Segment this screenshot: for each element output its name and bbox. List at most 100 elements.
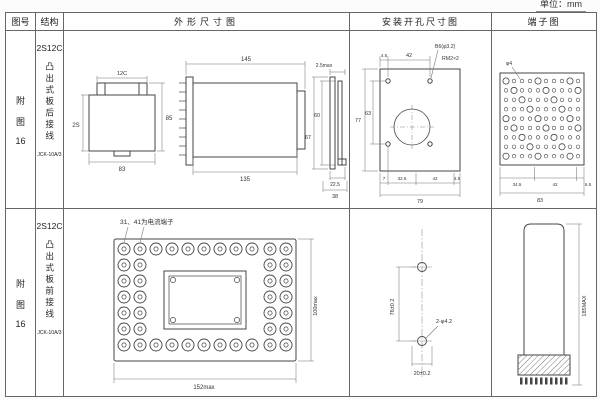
terminal-hole [543,154,549,159]
terminal-hole [279,322,293,336]
outline2-dims [113,226,314,383]
terminal-hole [559,116,565,121]
terminal-hole [267,246,273,252]
terminal-hole [551,154,557,159]
dim-rear-w2: 38 [332,194,338,200]
terminal-hole [511,116,517,121]
terminal-hole [543,97,549,102]
dim-hole-pitch: 76±0.2 [390,299,396,316]
terminal-hole [519,78,525,84]
terminal-hole [542,86,550,94]
terminal-hole [267,294,273,300]
terminal-hole [511,154,517,159]
terminal-hole [567,97,573,102]
terminal-hole [201,342,207,348]
structure-row2: 2S12C 凸出式板前接线 JCK-10A/3 [36,209,64,396]
terminal-hole [263,290,277,304]
terminal-hole [137,246,143,252]
terminal-hole [229,338,243,352]
terminal-hole [518,133,526,141]
col-header-structure: 结构 [36,13,64,31]
terminal-hole [551,88,557,93]
terminal-hole [133,258,147,272]
terminal-hole [527,154,533,159]
dim-t-total: 83 [537,198,543,204]
terminal-hole [510,124,518,132]
terminal-hole [527,88,533,93]
terminal-hole [263,306,277,320]
fig-char: 附 [15,278,25,289]
structure-desc: 凸出式板前接线 [44,240,55,321]
terminal-hole [249,246,255,252]
terminal-hole [153,246,159,252]
terminal-hole [283,262,289,268]
terminal-hole [566,77,574,85]
relay-code: JCK-10A/3 [37,329,62,336]
terminal-hole [117,258,131,272]
terminal-hole [519,107,525,112]
model-label: 2S12C [36,43,63,53]
terminal-hole [566,115,574,123]
front-view [88,82,156,157]
terminal-hole [567,125,573,131]
terminal-hole [502,77,510,85]
terminal-hole [165,338,179,352]
install-drawing-rear-wired: 4.5 42 B6(φ3.2) RM2×2 77 63 7 32.5 42 4.… [355,44,461,205]
terminal-hole [149,338,163,352]
terminal-hole [503,125,509,131]
terminal-hole [502,115,510,123]
terminal-hole [567,135,573,140]
fig-number: 16 [15,135,26,146]
terminal-hole [117,274,131,288]
dim-height: 85 [166,116,173,122]
terminal-hole [283,246,289,252]
terminal-hole [279,338,293,352]
terminal-hole [121,262,127,268]
terminal-hole [263,242,277,256]
terminal-hole [117,242,131,256]
terminal-hole [121,342,127,348]
terminal-hole [575,144,581,149]
outline-drawing-front-wired: 31、41为电流端子 100max 152max [113,217,319,391]
terminal-hole [165,242,179,256]
terminal-hole [551,144,557,149]
terminal-hole [511,135,517,140]
terminal-hole [575,97,581,102]
terminal-hole [121,326,127,332]
terminal-drawing-front-wired: 185MAX [517,223,588,386]
terminal-hole [535,135,541,140]
terminal-hole [267,310,273,316]
terminal-hole [245,338,259,352]
terminal-hole [519,116,525,121]
terminal-hole [267,326,273,332]
col-header-outline: 外形尺寸图 [64,13,350,31]
install-cell-row1: 4.5 42 B6(φ3.2) RM2×2 77 63 7 32.5 42 4.… [350,31,492,209]
dim-b1: 7 [383,176,386,181]
terminal-hole [121,278,127,284]
dim-rear-w1: 22.5 [330,182,340,188]
terminal-hole [526,105,534,113]
terminal-hole [518,96,526,104]
terminal-hole [137,326,143,332]
terminal-hole [279,274,293,288]
terminal-hole [502,152,510,160]
terminal-hole [519,154,525,159]
terminal-hole [535,125,541,131]
terminal-hole [133,290,147,304]
terminal-hole [117,338,131,352]
note-current-terminals: 31、41为电流端子 [120,217,174,226]
terminal-hole [267,342,273,348]
terminal-hole [121,310,127,316]
terminal-hole [550,133,558,141]
terminal-hole [503,144,509,149]
terminal-hole [137,294,143,300]
terminal-plate [499,72,585,166]
terminal-hole-grid [502,77,582,160]
terminal-hole [137,310,143,316]
terminal-hole [543,116,549,121]
terminal-cell-row1: φ4 34.5 42 6.5 83 [492,31,596,209]
terminal-hole [575,107,581,112]
terminal-hole [551,107,557,112]
terminal-hole [551,116,557,121]
fig-char: 附 [15,95,25,106]
